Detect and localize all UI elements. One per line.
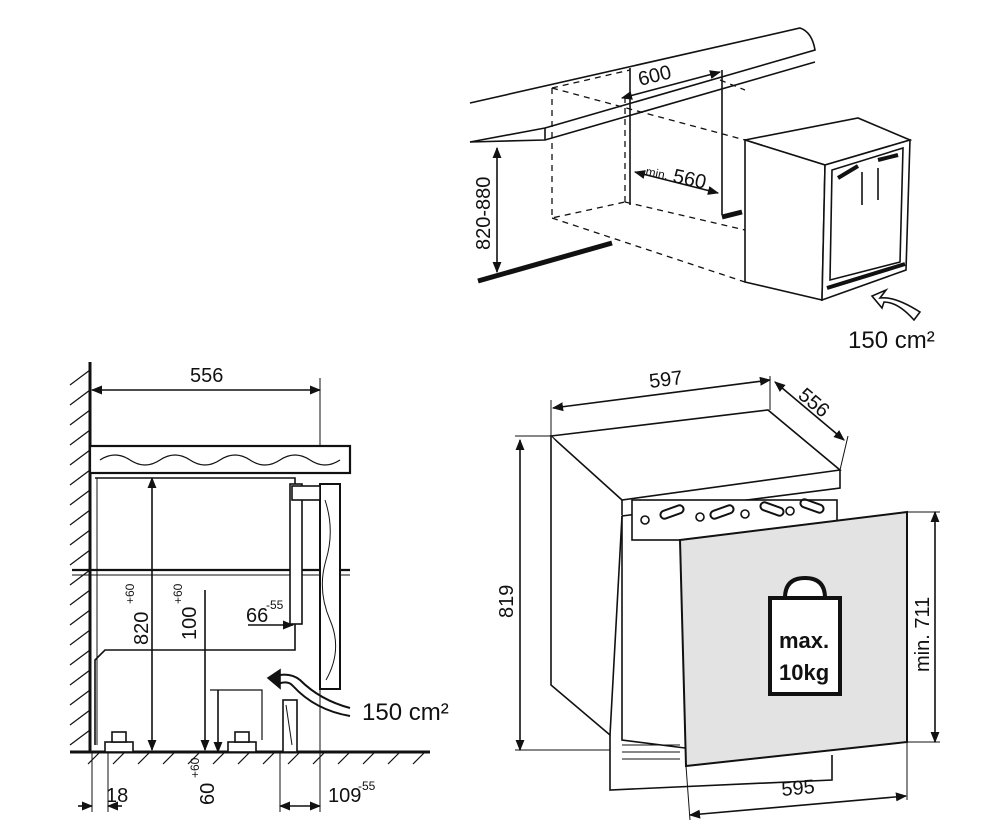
foot-left — [104, 741, 134, 753]
rear-109-tolerance: -55 — [358, 779, 376, 793]
gap-66-label: 66 — [246, 605, 268, 627]
plinth-hatch — [285, 704, 293, 746]
appliance-perspective-view — [515, 376, 940, 821]
appliance-door — [829, 146, 904, 282]
min-depth-value: 560 — [671, 165, 708, 193]
appliance-handle-left — [836, 164, 860, 180]
depth-556-label: 556 — [190, 365, 223, 387]
height-820-tolerance: +60 — [123, 583, 137, 604]
rail-hole — [640, 515, 650, 525]
rear-109-label: 109 — [328, 785, 361, 807]
rail-hole — [785, 506, 795, 516]
wall-hatching — [69, 369, 91, 746]
foot-60-label: 60 — [197, 783, 219, 805]
floor-line — [477, 240, 613, 284]
airflow-path-2 — [277, 681, 351, 717]
base-tray — [210, 689, 263, 740]
floor-line-rear — [721, 209, 743, 220]
door-grain — [321, 499, 337, 681]
appliance-body-section — [94, 477, 296, 745]
width-600-dimension — [620, 70, 722, 100]
weight-icon — [768, 575, 842, 696]
door-width-label: 595 — [781, 776, 816, 801]
extension-line — [839, 435, 849, 471]
rail-slot — [659, 504, 685, 520]
niche-outline — [551, 69, 746, 283]
plinth-100-label: 100 — [179, 607, 201, 640]
airflow-path — [274, 673, 351, 709]
door-hinge — [291, 485, 321, 501]
weight-line-1: max. — [779, 628, 829, 653]
rail-slot — [759, 501, 785, 517]
width-597-label: 597 — [648, 367, 684, 393]
plinth — [282, 699, 298, 753]
plinth-100-tolerance: +60 — [171, 583, 185, 604]
airflow-arrowhead — [266, 668, 281, 690]
rail-slot — [799, 498, 825, 514]
appliance-base — [609, 735, 833, 791]
floor-hatching — [87, 751, 426, 765]
appliance-door-section — [289, 483, 303, 625]
worktop-underside — [469, 61, 816, 143]
airflow-arrow-top — [870, 288, 922, 322]
door-min-height-label: min. 711 — [912, 597, 934, 672]
width-597-dimension — [551, 376, 772, 412]
base-vents — [622, 744, 680, 760]
depth-556-dimension-right — [774, 381, 845, 441]
appliance-front-left — [621, 516, 686, 749]
appliance-grille — [826, 262, 906, 290]
depth-560-dimension — [633, 170, 720, 195]
clearance-18-label: 18 — [106, 785, 128, 807]
furniture-door-section — [319, 483, 341, 690]
side-section-view — [69, 362, 430, 812]
wood-grain — [99, 454, 341, 466]
appliance-handle-right — [877, 153, 899, 162]
weight-line-2: 10kg — [779, 660, 829, 685]
depth-556-label-right: 556 — [794, 384, 834, 422]
worktop — [469, 27, 816, 143]
appliance-side-panel — [550, 436, 623, 737]
rail-hole — [695, 512, 705, 522]
foot-right-post — [234, 731, 250, 743]
height-819-label: 819 — [496, 585, 518, 618]
appliance-side — [744, 138, 826, 302]
foot-right — [227, 741, 257, 753]
ventilation-label-side: 150 cm² — [362, 699, 449, 726]
height-range-label: 820-880 — [473, 177, 495, 250]
extension-line — [685, 765, 691, 821]
foot-left-post — [111, 731, 127, 743]
rail-slot — [709, 504, 735, 520]
ventilation-label-top: 150 cm² — [848, 327, 935, 354]
height-820-label: 820 — [131, 612, 153, 645]
door-width-dimension — [688, 792, 908, 819]
top-perspective-view — [469, 27, 922, 322]
min-depth-prefix: min. — [644, 164, 669, 182]
appliance-front — [821, 138, 911, 302]
gap-66-tolerance: -55 — [266, 598, 284, 612]
foot-60-tolerance: +60 — [188, 757, 202, 778]
rail-hole — [740, 509, 750, 519]
